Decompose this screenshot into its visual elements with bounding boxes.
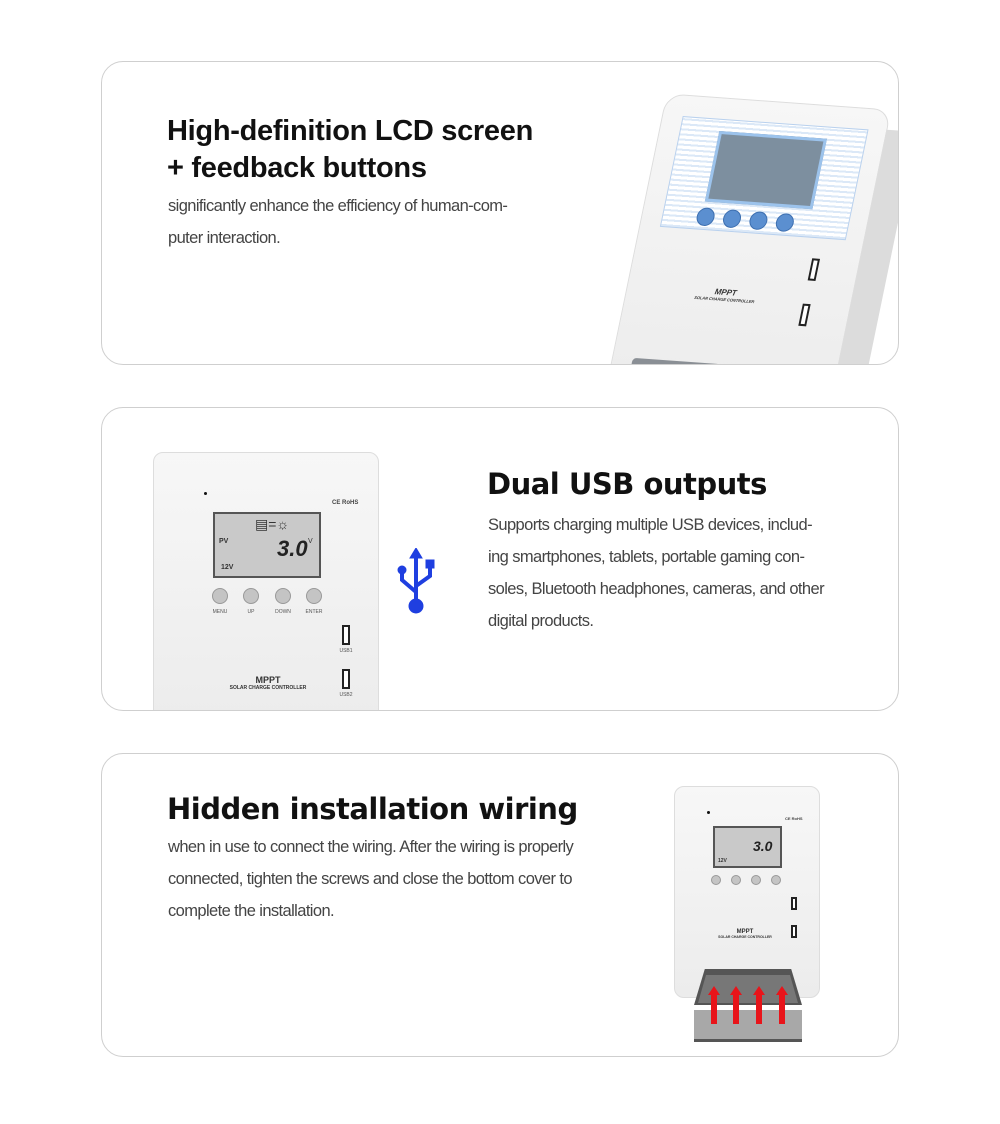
lcd-system-voltage: 12V bbox=[718, 858, 727, 864]
down-button bbox=[275, 588, 291, 604]
usb-port bbox=[798, 303, 811, 327]
body-line: significantly enhance the efficiency of … bbox=[168, 197, 508, 215]
enter-label: ENTER bbox=[305, 609, 323, 615]
down-label: DOWN bbox=[275, 609, 291, 615]
brand-subtitle: SOLAR CHARGE CONTROLLER bbox=[718, 935, 772, 939]
feature-card-wiring: Hidden installation wiring when in use t… bbox=[101, 753, 899, 1057]
cert-label: CE RoHS bbox=[785, 816, 803, 821]
controller-image-angled: MPPT SOLAR CHARGE CONTROLLER bbox=[585, 92, 898, 364]
body-line: puter interaction. bbox=[168, 229, 281, 247]
body-line: ing smartphones, tablets, portable gamin… bbox=[488, 548, 805, 566]
lcd-system-voltage: 12V bbox=[221, 564, 234, 571]
usb-description: Supports charging multiple USB devices, … bbox=[488, 509, 825, 637]
usb-title: Dual USB outputs bbox=[487, 467, 767, 501]
brand-mppt: MPPT bbox=[255, 675, 281, 685]
controller-image-wiring: CE RoHS 3.0 12V MPPT SOLAR CHARGE CONTRO… bbox=[674, 786, 820, 1046]
body-line: when in use to connect the wiring. After… bbox=[168, 838, 574, 856]
body-line: complete the installation. bbox=[168, 902, 335, 920]
enter-button bbox=[306, 588, 322, 604]
up-label: UP bbox=[247, 609, 255, 615]
body-line: Supports charging multiple USB devices, … bbox=[488, 516, 813, 534]
menu-label: MENU bbox=[212, 609, 228, 615]
lcd-voltage: 3.0 bbox=[277, 536, 308, 561]
usb-icon bbox=[397, 548, 435, 614]
body-line: soles, Bluetooth headphones, cameras, an… bbox=[488, 580, 825, 598]
feature-card-usb: CE RoHS PV ▤=☼ 3.0 V 12V MENU UP DOWN EN… bbox=[101, 407, 899, 711]
controller-image-front: CE RoHS PV ▤=☼ 3.0 V 12V MENU UP DOWN EN… bbox=[153, 452, 379, 710]
body-line: connected, tighten the screws and close … bbox=[168, 870, 573, 888]
lcd-pv-label: PV bbox=[219, 538, 229, 545]
up-button bbox=[243, 588, 259, 604]
title-line: High-definition LCD screen bbox=[167, 115, 533, 147]
usb2-label: USB2 bbox=[339, 692, 353, 698]
usb-port-1 bbox=[342, 625, 350, 645]
brand-mppt: MPPT bbox=[736, 929, 754, 935]
lcd-screen: PV ▤=☼ 3.0 V 12V bbox=[213, 512, 321, 578]
lcd-description: significantly enhance the efficiency of … bbox=[168, 190, 508, 254]
body-line: digital products. bbox=[488, 612, 594, 630]
wiring-arrows-icon bbox=[708, 986, 788, 1024]
cert-label: CE RoHS bbox=[332, 500, 359, 506]
title-line: + feedback buttons bbox=[167, 152, 427, 184]
brand-subtitle: SOLAR CHARGE CONTROLLER bbox=[229, 685, 307, 691]
usb-port-2 bbox=[342, 669, 350, 689]
lcd-voltage: 3.0 bbox=[753, 838, 773, 854]
menu-button bbox=[212, 588, 228, 604]
feature-card-lcd: High-definition LCD screen + feedback bu… bbox=[101, 61, 899, 365]
usb-port bbox=[807, 258, 821, 281]
usb1-label: USB1 bbox=[339, 648, 353, 654]
wiring-description: when in use to connect the wiring. After… bbox=[168, 831, 574, 927]
wiring-title: Hidden installation wiring bbox=[167, 792, 578, 826]
battery-to-bulb-icon: ▤=☼ bbox=[255, 516, 290, 532]
lcd-unit: V bbox=[308, 538, 313, 545]
lcd-title: High-definition LCD screen + feedback bu… bbox=[167, 113, 533, 187]
